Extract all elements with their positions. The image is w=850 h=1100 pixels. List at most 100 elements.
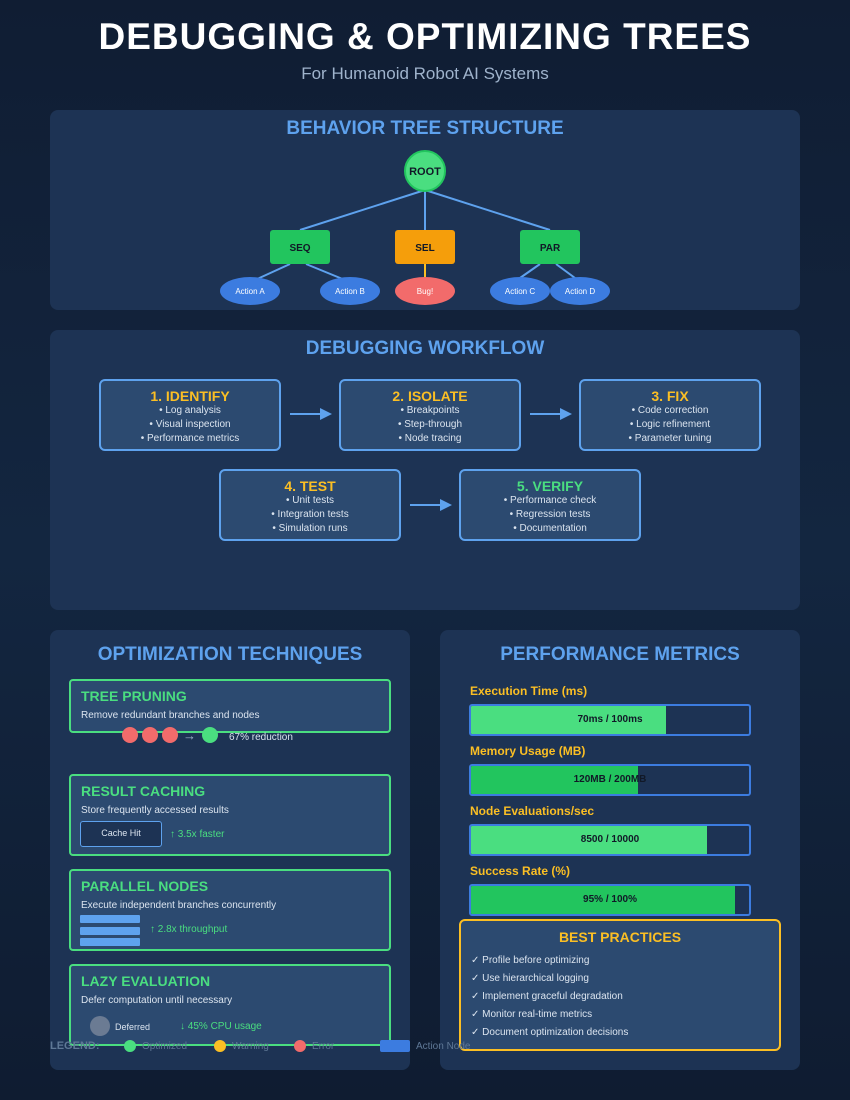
metric-label: Success Rate (%)	[470, 864, 571, 878]
lazy-evaluation-desc: Defer computation until necessary	[81, 995, 233, 1006]
arrow-isolate-fix	[530, 408, 572, 420]
action-a-node	[220, 277, 280, 305]
action-c-label: Action C	[505, 287, 535, 296]
execution-time-bar: 70ms / 100ms	[469, 704, 751, 736]
metric-bar-fill	[471, 706, 666, 734]
step-item: • Regression tests	[509, 509, 591, 520]
workflow-step-verify: 5. VERIFY • Performance check • Regressi…	[459, 469, 641, 541]
page-title: DEBUGGING & OPTIMIZING TREES	[98, 16, 752, 57]
best-practices-list: ✓ Profile before optimizing ✓ Use hierar…	[471, 952, 628, 1042]
step-title: 5. VERIFY	[516, 478, 584, 494]
legend-error-icon	[294, 1040, 306, 1052]
metric-value: 70ms / 100ms	[577, 714, 643, 725]
best-practice-item: ✓ Profile before optimizing	[471, 955, 590, 966]
parallel-nodes-desc: Execute independent branches concurrentl…	[81, 900, 277, 911]
legend-warning-label: Warning	[232, 1041, 269, 1052]
behavior-tree-panel: BEHAVIOR TREE STRUCTURE ROOT SEQ SEL PAR…	[50, 110, 800, 310]
parallel-bar-icon	[80, 927, 140, 935]
result-caching-desc: Store frequently accessed results	[81, 805, 229, 816]
metric-bar-fill	[471, 886, 736, 914]
success-rate-bar: 95% / 100%	[469, 884, 751, 916]
legend-error-label: Error	[312, 1041, 335, 1052]
deferred-node-icon	[90, 1016, 110, 1036]
workflow-title: DEBUGGING WORKFLOW	[305, 338, 545, 359]
cache-hit-box: Cache Hit	[80, 821, 162, 847]
pruning-note: 67% reduction	[229, 732, 293, 743]
edge-par-d	[555, 263, 576, 279]
page-subtitle: For Humanoid Robot AI Systems	[301, 64, 549, 83]
step-item: • Log analysis	[159, 405, 221, 416]
metric-value: 95% / 100%	[583, 894, 637, 905]
step-item: • Logic refinement	[629, 419, 711, 430]
edge-root-seq	[299, 189, 426, 231]
legend-title: LEGEND:	[50, 1040, 100, 1052]
optimized-node-icon	[202, 727, 218, 743]
metric-bar-fill	[471, 826, 708, 854]
bug-node	[395, 277, 455, 305]
arrow-test-verify	[410, 499, 452, 511]
pruned-node-icon	[142, 727, 158, 743]
behavior-tree-diagram: ROOT SEQ SEL PAR Action A Action B Bug! …	[220, 150, 610, 305]
step-item: • Simulation runs	[272, 523, 348, 534]
step-item: • Node tracing	[398, 433, 462, 444]
workflow-step-identify: 1. IDENTIFY • Log analysis • Visual insp…	[99, 379, 281, 451]
metrics-title: PERFORMANCE METRICS	[500, 644, 740, 665]
step-title: 2. ISOLATE	[392, 388, 468, 404]
tree-pruning-title: TREE PRUNING	[81, 688, 187, 704]
selector-node-label: SEL	[415, 243, 434, 254]
root-node-label: ROOT	[409, 166, 441, 178]
result-caching-title: RESULT CACHING	[81, 783, 206, 799]
arrow-identify-isolate	[290, 408, 332, 420]
behavior-tree-title: BEHAVIOR TREE STRUCTURE	[286, 118, 564, 139]
action-d-node	[550, 277, 610, 305]
selector-node	[395, 230, 455, 264]
legend-action-node-icon	[380, 1040, 410, 1052]
parallel-bar-icon	[80, 915, 140, 923]
step-title: 1. IDENTIFY	[150, 388, 230, 404]
root-node	[404, 150, 446, 192]
metric-label: Memory Usage (MB)	[470, 744, 586, 758]
action-b-label: Action B	[335, 287, 365, 296]
step-item: • Breakpoints	[400, 405, 460, 416]
workflow-step-fix: 3. FIX • Code correction • Logic refinem…	[579, 379, 761, 451]
pruning-arrow: →	[183, 728, 196, 743]
tree-pruning-desc: Remove redundant branches and nodes	[81, 710, 260, 721]
best-practice-item: ✓ Implement graceful degradation	[471, 991, 623, 1002]
edge-seq-b	[305, 263, 346, 281]
legend-optimized-icon	[124, 1040, 136, 1052]
action-a-label: Action A	[235, 287, 265, 296]
best-practices-box: BEST PRACTICES ✓ Profile before optimizi…	[459, 919, 781, 1051]
legend-warning-icon	[214, 1040, 226, 1052]
workflow-step-test: 4. TEST • Unit tests • Integration tests…	[219, 469, 401, 541]
tree-edges	[254, 189, 576, 281]
action-c-node	[490, 277, 550, 305]
step-item: • Parameter tuning	[628, 433, 712, 444]
metric-value: 8500 / 10000	[580, 834, 640, 845]
metric-value: 120MB / 200MB	[573, 774, 647, 785]
workflow-step-isolate: 2. ISOLATE • Breakpoints • Step-through …	[339, 379, 521, 451]
parallel-nodes-card: PARALLEL NODES Execute independent branc…	[69, 869, 391, 951]
metric-label: Execution Time (ms)	[470, 684, 588, 698]
parallel-nodes-title: PARALLEL NODES	[81, 878, 209, 894]
action-d-label: Action D	[565, 287, 595, 296]
step-item: • Integration tests	[271, 509, 349, 520]
edge-par-c	[519, 263, 541, 279]
best-practice-item: ✓ Use hierarchical logging	[471, 973, 589, 984]
step-title: 4. TEST	[284, 478, 336, 494]
deferred-label: Deferred	[115, 1022, 151, 1032]
pruned-node-icon	[122, 727, 138, 743]
memory-usage-bar: 120MB / 200MB	[469, 764, 751, 796]
parallel-node-label: PAR	[540, 243, 561, 254]
sequence-node-label: SEQ	[289, 243, 310, 254]
node-evaluations-bar: 8500 / 10000	[469, 824, 751, 856]
best-practice-item: ✓ Document optimization decisions	[471, 1027, 629, 1038]
best-practices-title: BEST PRACTICES	[558, 929, 682, 945]
caching-note: ↑ 3.5x faster	[170, 829, 225, 840]
legend-optimized-label: Optimized	[142, 1041, 188, 1052]
tree-pruning-card: TREE PRUNING Remove redundant branches a…	[69, 679, 391, 743]
pruned-node-icon	[162, 727, 178, 743]
step-item: • Code correction	[631, 405, 709, 416]
parallel-note: ↑ 2.8x throughput	[150, 924, 228, 935]
result-caching-card: RESULT CACHING Store frequently accessed…	[69, 774, 391, 856]
edge-seq-a	[254, 263, 291, 281]
